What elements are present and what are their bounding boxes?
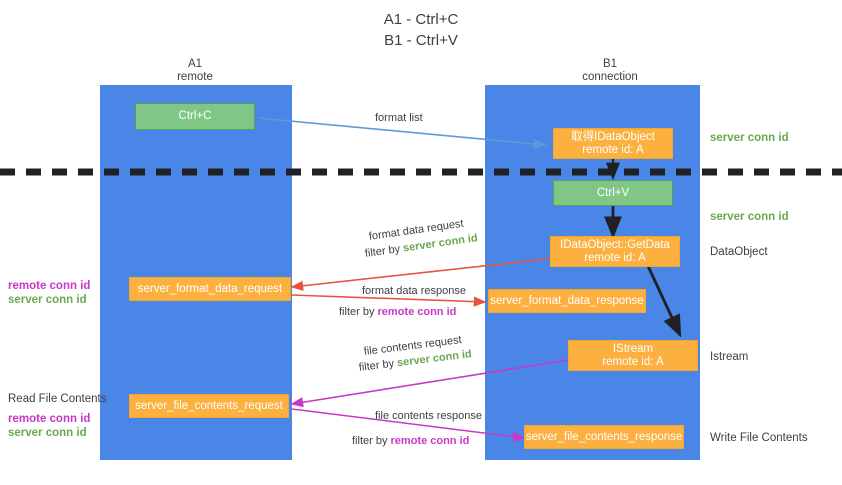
node-server-file-contents-request[interactable]: server_file_contents_request — [129, 394, 289, 418]
filter-prefix: filter by — [364, 242, 404, 260]
node-ctrl-c[interactable]: Ctrl+C — [135, 103, 255, 130]
server-conn-id: server conn id — [8, 427, 87, 439]
node-istream[interactable]: IStream remote id: A — [568, 340, 698, 371]
edge-label-file-contents-response: file contents response — [375, 410, 483, 422]
edge-label-format-data-response: format data response — [362, 285, 466, 297]
right-label-server-conn-id-mid: server conn id — [710, 211, 789, 223]
diagram-title: A1 - Ctrl+C B1 - Ctrl+V — [383, 11, 459, 49]
edge-label-file-contents-response-filter: filter by remote conn id — [352, 434, 469, 448]
right-label-dataobject: DataObject — [710, 246, 768, 258]
node-server-format-data-response[interactable]: server_format_data_response — [488, 289, 646, 313]
left-label-read-file-contents: Read File Contents — [8, 393, 107, 405]
filter-prefix: filter by — [358, 357, 398, 374]
left-label-conn-pair-top: remote conn id server conn id — [8, 279, 90, 307]
filter-value-remote-conn-id: remote conn id — [377, 306, 457, 318]
right-label-write-file-contents: Write File Contents — [710, 432, 808, 444]
filter-prefix: filter by — [339, 306, 378, 318]
node-server-format-data-request[interactable]: server_format_data_request — [129, 277, 291, 301]
right-label-istream: Istream — [710, 351, 749, 363]
edge-label-format-list: format list — [375, 112, 423, 124]
remote-conn-id: remote conn id — [8, 413, 91, 425]
node-idataobject-getdata[interactable]: IDataObject::GetData remote id: A — [550, 236, 680, 267]
filter-prefix: filter by — [352, 435, 391, 447]
node-server-file-contents-response[interactable]: server_file_contents_response — [524, 425, 684, 449]
server-conn-id: server conn id — [8, 294, 87, 306]
filter-value-remote-conn-id: remote conn id — [390, 435, 470, 447]
column-header-b1: B1 connection — [582, 58, 638, 83]
column-header-a1: A1 remote — [177, 58, 213, 83]
node-dataobject-top[interactable]: 取得IDataObject remote id: A — [553, 128, 673, 159]
remote-conn-id: remote conn id — [8, 280, 91, 292]
right-label-server-conn-id-top: server conn id — [710, 132, 789, 144]
node-ctrl-v[interactable]: Ctrl+V — [553, 180, 673, 206]
edge-label-format-data-response-filter: filter by remote conn id — [339, 305, 456, 319]
left-label-conn-pair-bottom: remote conn id server conn id — [8, 412, 90, 440]
